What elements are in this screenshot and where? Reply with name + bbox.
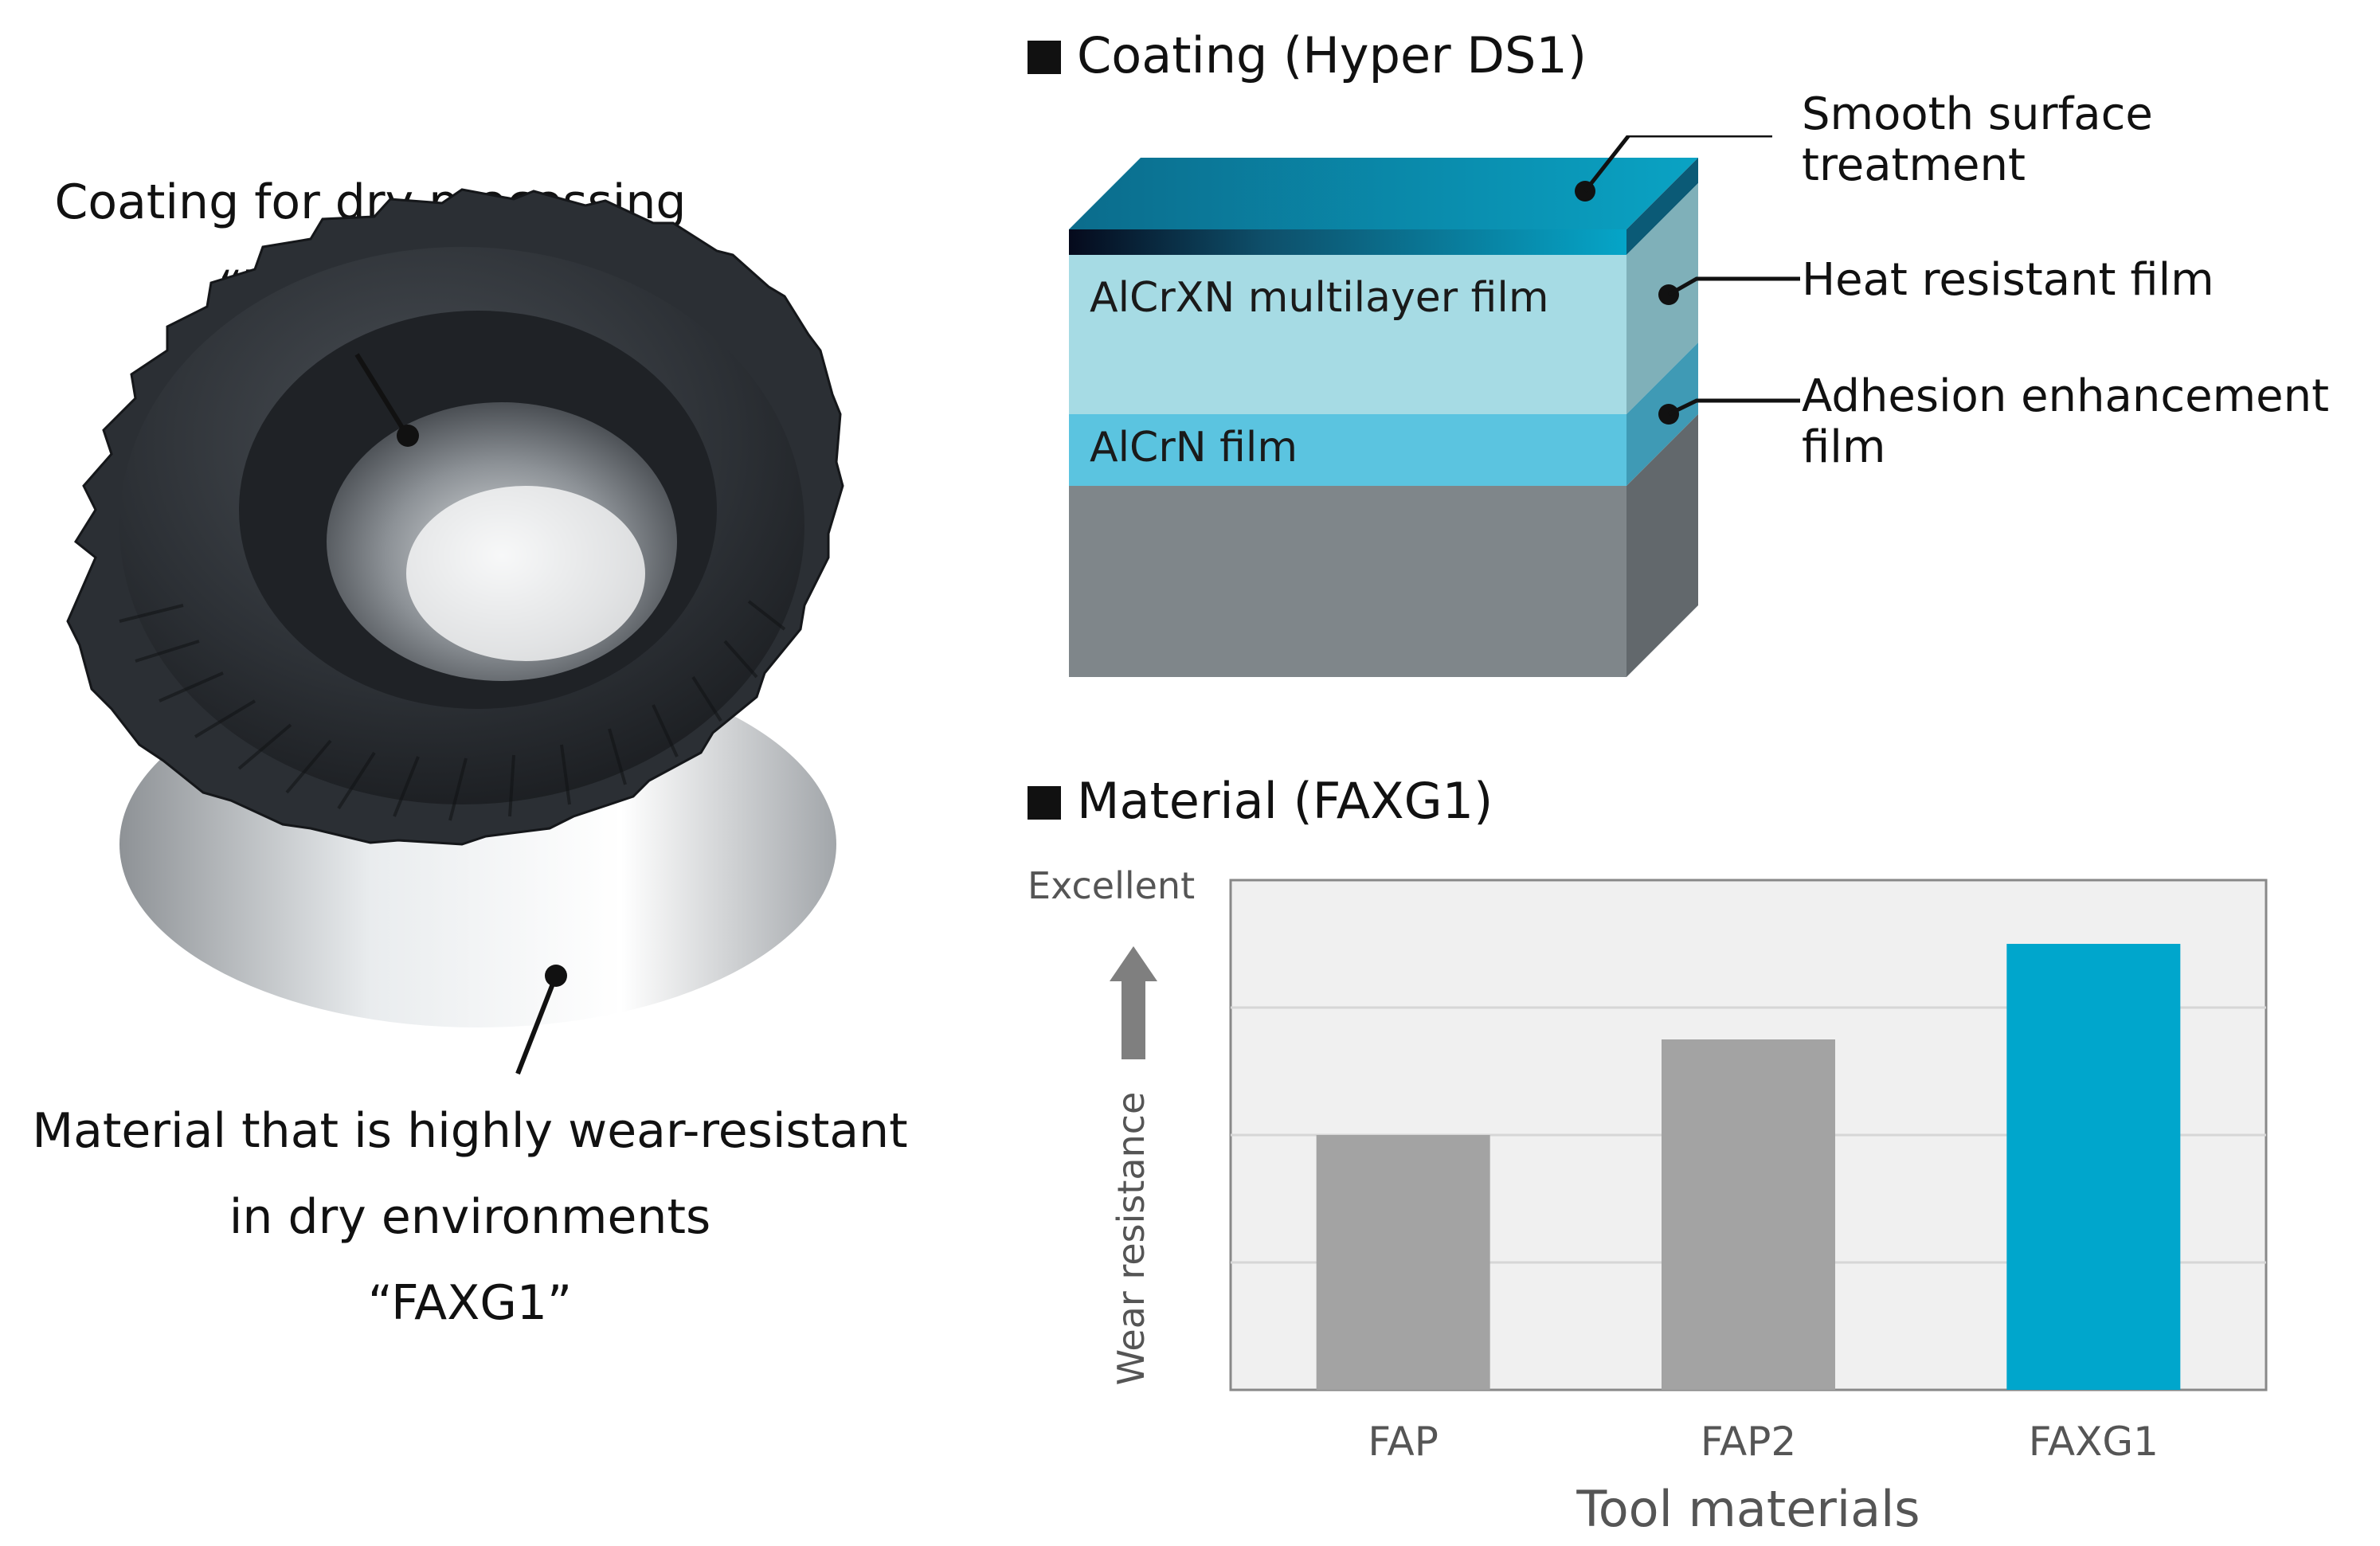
multilayer-label: AlCrXN multilayer film: [1090, 274, 1549, 322]
smooth-callout: Smooth surface treatment: [1802, 89, 2153, 191]
smooth-callout-line1: Smooth surface: [1802, 88, 2153, 140]
square-bullet-icon: [1028, 41, 1061, 74]
adhesion-callout: Adhesion enhancement film: [1802, 371, 2329, 473]
material-caption-line2: in dry environments: [229, 1189, 711, 1245]
smooth-callout-line2: treatment: [1802, 139, 2026, 191]
tick-label-fap2: FAP2: [1701, 1419, 1796, 1465]
heat-callout: Heat resistant film: [1802, 254, 2214, 306]
xlabel: Tool materials: [1576, 1480, 1920, 1538]
material-caption-line3: “FAXG1”: [367, 1275, 573, 1331]
multilayer-front: [1069, 255, 1626, 414]
wear-resistance-chart: FAP FAP2 FAXG1: [1110, 879, 2268, 1465]
top-layer-side: [1626, 158, 1698, 255]
coating-leader-line: [354, 353, 409, 436]
heat-leader-line: [1667, 276, 1800, 297]
gear-illustration: [66, 188, 844, 1075]
adhesion-callout-line1: Adhesion enhancement: [1802, 370, 2330, 422]
bar-faxg1: [2006, 944, 2181, 1390]
substrate-side: [1626, 414, 1698, 677]
adhesion-layer-label: AlCrN film: [1090, 424, 1298, 472]
adhesion-callout-line2: film: [1802, 421, 1886, 473]
material-leader-line: [515, 974, 558, 1075]
adhesion-front: [1069, 414, 1626, 486]
material-section-title-text: Material (FAXG1): [1077, 772, 1493, 830]
coating-layer-diagram: [1069, 135, 1800, 677]
smooth-leader-line: [1583, 135, 1772, 193]
gear-tooth-lines: [119, 600, 786, 821]
tick-label-faxg1: FAXG1: [2029, 1419, 2159, 1465]
bar-fap2: [1662, 1039, 1835, 1390]
gear-bore-hole: [406, 486, 645, 661]
material-section-title: Material (FAXG1): [1028, 773, 1493, 830]
material-caption: Material that is highly wear-resistant i…: [0, 1088, 940, 1346]
top-layer-surface: [1069, 158, 1698, 229]
square-bullet-icon: [1028, 786, 1061, 820]
adhesion-leader-line: [1667, 398, 1800, 417]
coating-section-title-text: Coating (Hyper DS1): [1077, 26, 1587, 84]
bars: [1316, 944, 2181, 1390]
coating-leader-dot: [397, 425, 419, 447]
material-leader-dot: [545, 965, 567, 987]
up-arrow-icon: [1110, 946, 1157, 1059]
excellent-label: Excellent: [1028, 864, 1196, 907]
coating-section-title: Coating (Hyper DS1): [1028, 27, 1587, 84]
material-caption-line1: Material that is highly wear-resistant: [32, 1103, 908, 1159]
tick-labels: FAP FAP2 FAXG1: [1368, 1419, 2159, 1465]
tick-label-fap: FAP: [1368, 1419, 1439, 1465]
top-layer-front: [1069, 229, 1626, 255]
bar-fap: [1316, 1135, 1490, 1390]
substrate-front: [1069, 486, 1626, 677]
